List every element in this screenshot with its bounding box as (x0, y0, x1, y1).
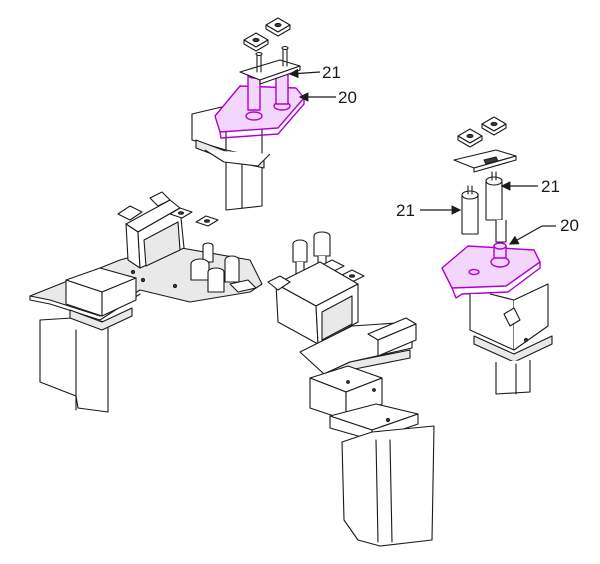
callout-right-20: 20 (508, 216, 579, 245)
top-pins (255, 45, 289, 73)
left-assembly (29, 191, 263, 413)
callout-label: 21 (322, 63, 341, 82)
center-assembly (267, 231, 435, 547)
center-bottom-column (329, 403, 435, 547)
callout-top-20: 20 (298, 88, 357, 107)
right-base-block (469, 283, 553, 363)
callout-right-21-left: 21 (396, 201, 462, 220)
right-standoffs (461, 171, 507, 243)
top-post (225, 156, 263, 211)
right-spacer-plate (453, 149, 517, 173)
top-assembly: 21 20 (191, 17, 357, 211)
top-square-nuts (243, 17, 291, 52)
center-lower-housing (309, 365, 383, 421)
right-square-nuts (457, 116, 507, 148)
callout-label: 21 (396, 201, 415, 220)
left-standoffs (190, 242, 257, 293)
right-post (495, 360, 531, 395)
right-assembly: 21 21 20 (396, 116, 579, 395)
left-gripper-block (65, 267, 137, 331)
left-hanging-plate (39, 317, 109, 413)
left-bracket (125, 191, 185, 269)
callout-top-21: 21 (288, 63, 341, 82)
callout-label: 20 (560, 216, 579, 235)
callout-right-21-upper: 21 (500, 177, 560, 196)
callout-label: 21 (541, 177, 560, 196)
callout-label: 20 (338, 88, 357, 107)
left-square-nuts (117, 205, 219, 227)
center-bracket (267, 261, 359, 345)
right-mounting-plate (441, 242, 541, 299)
